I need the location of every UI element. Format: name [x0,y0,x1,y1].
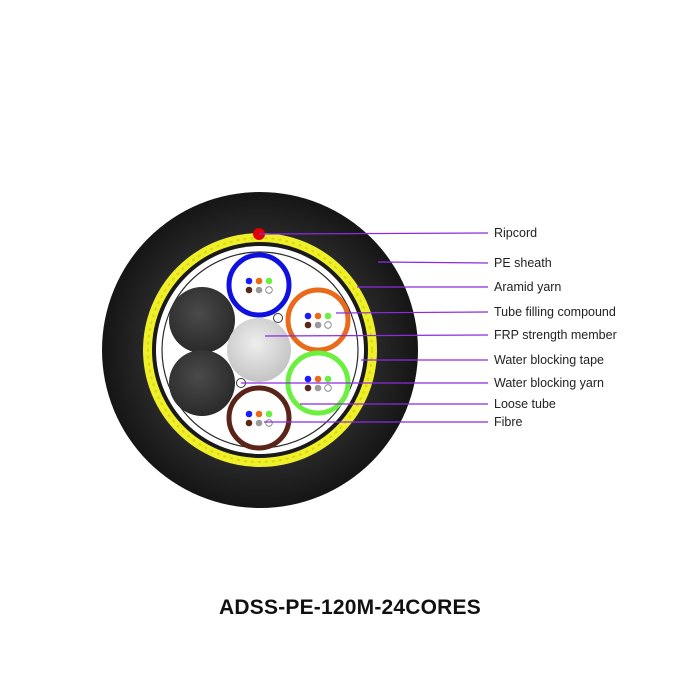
fibre-dot [324,312,332,320]
fibre-dot [255,410,263,418]
label-water-blocking-yarn: Water blocking yarn [494,376,604,390]
fibre-dot [314,384,322,392]
fibre-dot [304,384,312,392]
frp-strength-member [227,318,291,382]
label-tube-filling-compound: Tube filling compound [494,305,616,319]
water-blocking-yarn-1 [273,313,283,323]
fibre-dot [314,312,322,320]
fibre-group-orange [304,312,332,329]
label-fibre: Fibre [494,415,523,429]
fibre-dot [304,375,312,383]
fibre-dot [324,321,332,329]
fibre-dot [245,286,253,294]
fibre-dot [255,419,263,427]
fibre-dot [304,312,312,320]
leader-lines [241,232,489,423]
label-water-blocking-tape: Water blocking tape [494,353,605,367]
filler-rod-upper [169,287,235,353]
fibre-dot [304,321,312,329]
cable-model-title: ADSS-PE-120M-24CORES [219,596,481,619]
label-frp-strength-member: FRP strength member [494,328,617,342]
fibre-dot [265,419,273,427]
fibre-dot [265,410,273,418]
label-ripcord: Ripcord [494,226,538,240]
loose-tube-blue [226,252,292,318]
fibre-dot [255,286,263,294]
fibre-group-green [304,375,332,392]
label-pe-sheath: PE sheath [494,256,552,270]
fibre-group-blue [245,277,273,294]
leader-line [377,261,489,264]
filler-rod-lower [169,350,235,416]
leader-line [264,334,489,337]
fibre-dot [324,375,332,383]
fibre-dot [314,321,322,329]
fibre-dot [265,286,273,294]
fibre-dot [255,277,263,285]
fibre-dot [245,419,253,427]
leader-line [335,311,489,314]
loose-tube-brown [226,385,292,451]
fibre-dot [265,277,273,285]
fibre-dot [324,384,332,392]
leader-line [258,232,489,235]
loose-tube-orange [285,287,351,353]
fibre-dot [314,375,322,383]
label-aramid-yarn: Aramid yarn [494,280,562,294]
label-loose-tube: Loose tube [494,397,556,411]
fibre-dot [245,277,253,285]
fibre-group-brown [245,410,273,427]
fibre-dot [245,410,253,418]
